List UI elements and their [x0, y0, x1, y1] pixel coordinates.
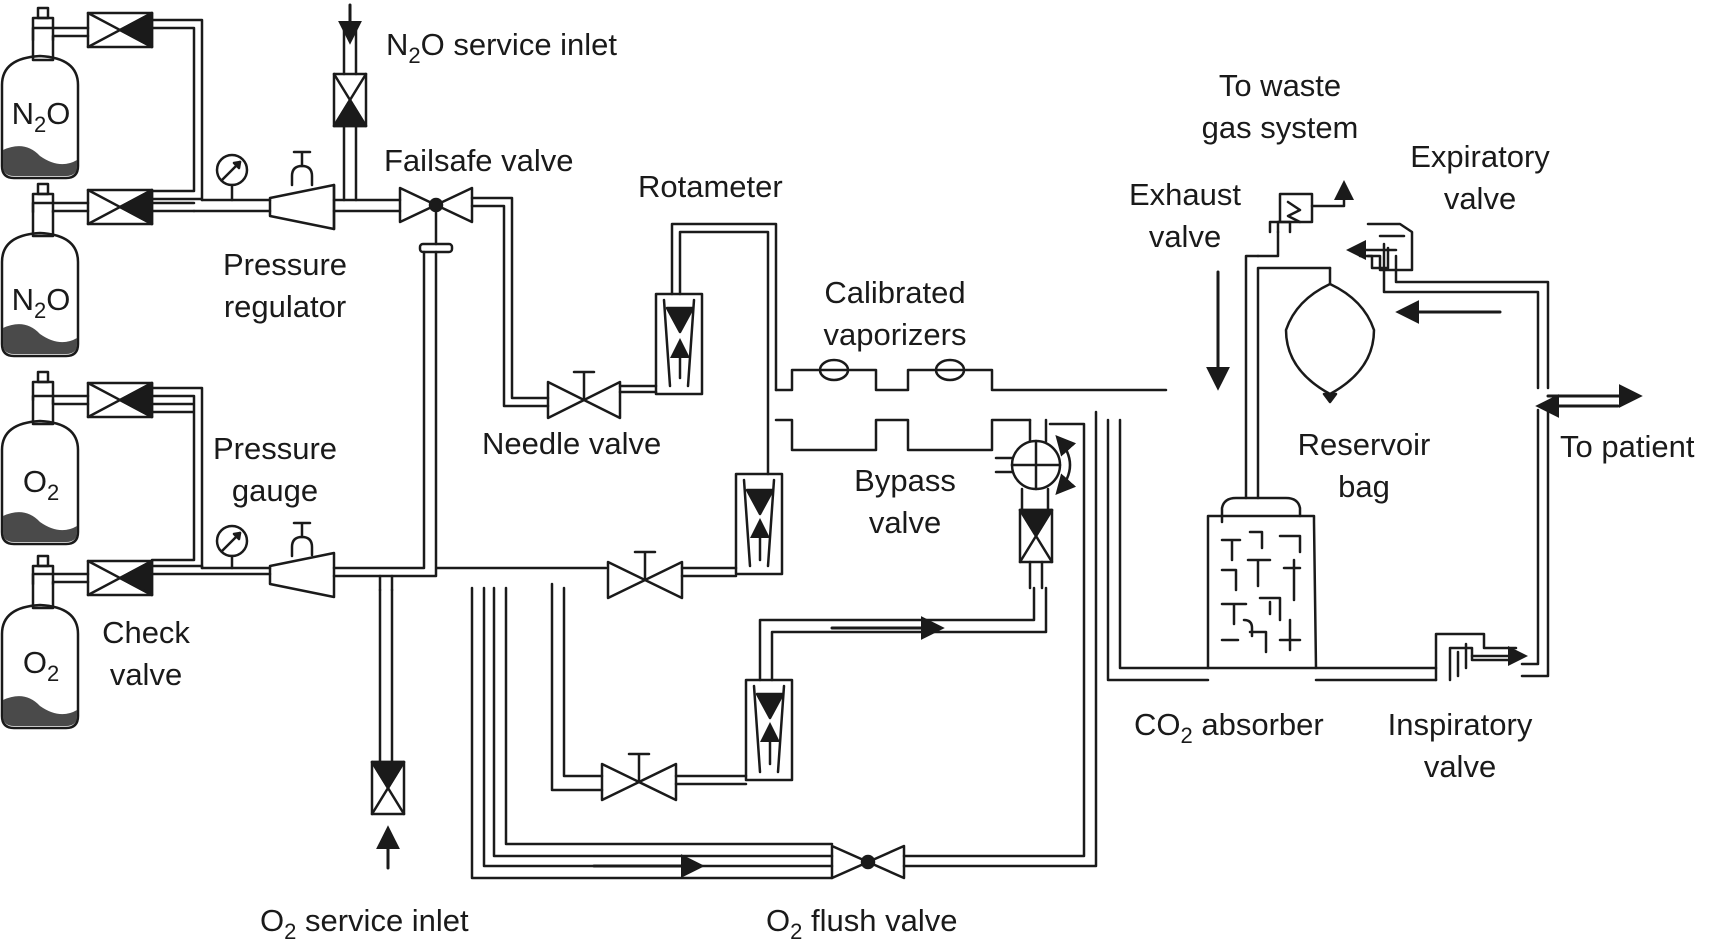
label-co2-absorber: CO2 absorber [1134, 707, 1324, 748]
pipe [618, 384, 658, 394]
pipe [150, 564, 272, 576]
pipe [378, 574, 394, 592]
label-pressure-gauge-1: Pressure [212, 431, 338, 466]
pipe [470, 196, 550, 408]
pipe [1118, 418, 1210, 670]
label-waste-gas-2: gas system [1201, 110, 1359, 145]
pipe [378, 588, 394, 764]
o2-cylinder-2 [0, 554, 80, 730]
pipe [1256, 220, 1292, 258]
pipe [758, 586, 1048, 682]
check-valve-n2o-1 [86, 11, 154, 49]
cylinder-label-n2o-2: N2O [11, 282, 71, 323]
o2-flush-valve [830, 844, 906, 880]
label-pressure-gauge-2: gauge [231, 473, 319, 508]
pipe [902, 410, 1098, 868]
pipe [31, 26, 90, 42]
label-calibrated-vaporizers-1: Calibrated [824, 275, 966, 310]
label-failsafe-valve: Failsafe valve [384, 143, 574, 178]
pipe [1028, 418, 1048, 443]
exhaust-valve [1276, 180, 1354, 234]
pipe [492, 586, 834, 858]
cylinder-label-n2o-1: N2O [11, 96, 71, 137]
label-inspiratory-valve-1: Inspiratory [1387, 707, 1533, 742]
pipe [332, 250, 608, 578]
check-valve-o2-1 [86, 381, 154, 419]
n2o-cylinder-2 [0, 182, 80, 358]
check-valve-n2o-2 [86, 188, 154, 226]
pipe [150, 201, 196, 213]
label-exhaust-valve-1: Exhaust [1128, 177, 1241, 212]
check-valve-bypass [1018, 508, 1054, 564]
o2-manifold-pipe [150, 386, 204, 570]
pipe [774, 368, 1168, 392]
pipe [31, 394, 90, 406]
label-exhaust-valve-2: valve [1148, 219, 1222, 254]
label-bypass-valve-2: valve [868, 505, 942, 540]
inspiratory-valve [1314, 632, 1528, 682]
pipe [1106, 418, 1210, 682]
failsafe-valve [398, 186, 474, 254]
vaporizer-2 [934, 358, 966, 382]
label-check-valve-2: valve [109, 657, 183, 692]
o2-cylinder-1 [0, 370, 80, 546]
needle-valve-3 [600, 752, 678, 802]
needle-valve-o2 [606, 550, 684, 600]
pipe [674, 774, 748, 786]
label-o2-service-inlet: O2 service inlet [260, 903, 469, 944]
expiratory-valve [1346, 222, 1550, 390]
n2o-cylinder-1 [0, 6, 80, 180]
label-expiratory-valve-2: valve [1443, 181, 1517, 216]
label-bypass-valve-1: Bypass [854, 463, 956, 498]
label-rotameter: Rotameter [638, 169, 783, 204]
pipe [1520, 408, 1550, 678]
reservoir-bag [1284, 266, 1376, 404]
label-expiratory-valve-1: Expiratory [1410, 139, 1550, 174]
cylinder-label-o2-1: O2 [22, 464, 60, 505]
pipe [31, 572, 90, 586]
pipe [192, 198, 272, 213]
pipe [332, 198, 402, 213]
needle-valve-n2o [546, 370, 622, 420]
n2o-manifold-pipe [150, 18, 204, 202]
rotameter-2 [734, 472, 784, 576]
label-o2-flush-valve: O2 flush valve [766, 903, 958, 944]
pipe [342, 118, 358, 202]
pressure-regulator-o2 [268, 521, 336, 599]
bypass-valve [994, 435, 1077, 495]
pipe [774, 418, 1032, 452]
label-reservoir-bag-2: bag [1338, 469, 1390, 504]
cylinder-label-o2-2: O2 [22, 645, 60, 686]
label-waste-gas-1: To waste [1218, 68, 1342, 103]
vaporizer-1 [818, 358, 850, 382]
label-reservoir-bag-1: Reservoir [1297, 427, 1431, 462]
label-pressure-regulator-2: regulator [223, 289, 347, 324]
pipe [680, 566, 738, 578]
rotameter-3 [744, 678, 794, 782]
label-n2o-service-inlet: N2O service inlet [386, 27, 618, 68]
co2-absorber [1206, 496, 1318, 670]
check-valve-o2-inlet [370, 760, 406, 816]
label-to-patient: To patient [1560, 429, 1695, 464]
check-valve-n2o-inlet [332, 72, 368, 128]
label-check-valve-1: Check [102, 615, 190, 650]
o2-flush-pipe [470, 586, 834, 880]
pipe [31, 201, 90, 214]
pipe [670, 222, 778, 476]
check-valve-o2-2 [86, 559, 154, 597]
pressure-gauge-n2o [215, 153, 249, 202]
label-pressure-regulator-1: Pressure [222, 247, 348, 282]
rotameter-1 [654, 292, 704, 396]
pipe [550, 582, 604, 792]
pressure-gauge-o2 [215, 524, 249, 570]
pipe [1020, 487, 1050, 512]
label-inspiratory-valve-2: valve [1423, 749, 1497, 784]
pipe [1028, 560, 1044, 590]
label-needle-valve: Needle valve [482, 426, 662, 461]
pipe [1244, 254, 1332, 500]
pressure-regulator-n2o [268, 150, 336, 231]
label-calibrated-vaporizers-2: vaporizers [823, 317, 967, 352]
